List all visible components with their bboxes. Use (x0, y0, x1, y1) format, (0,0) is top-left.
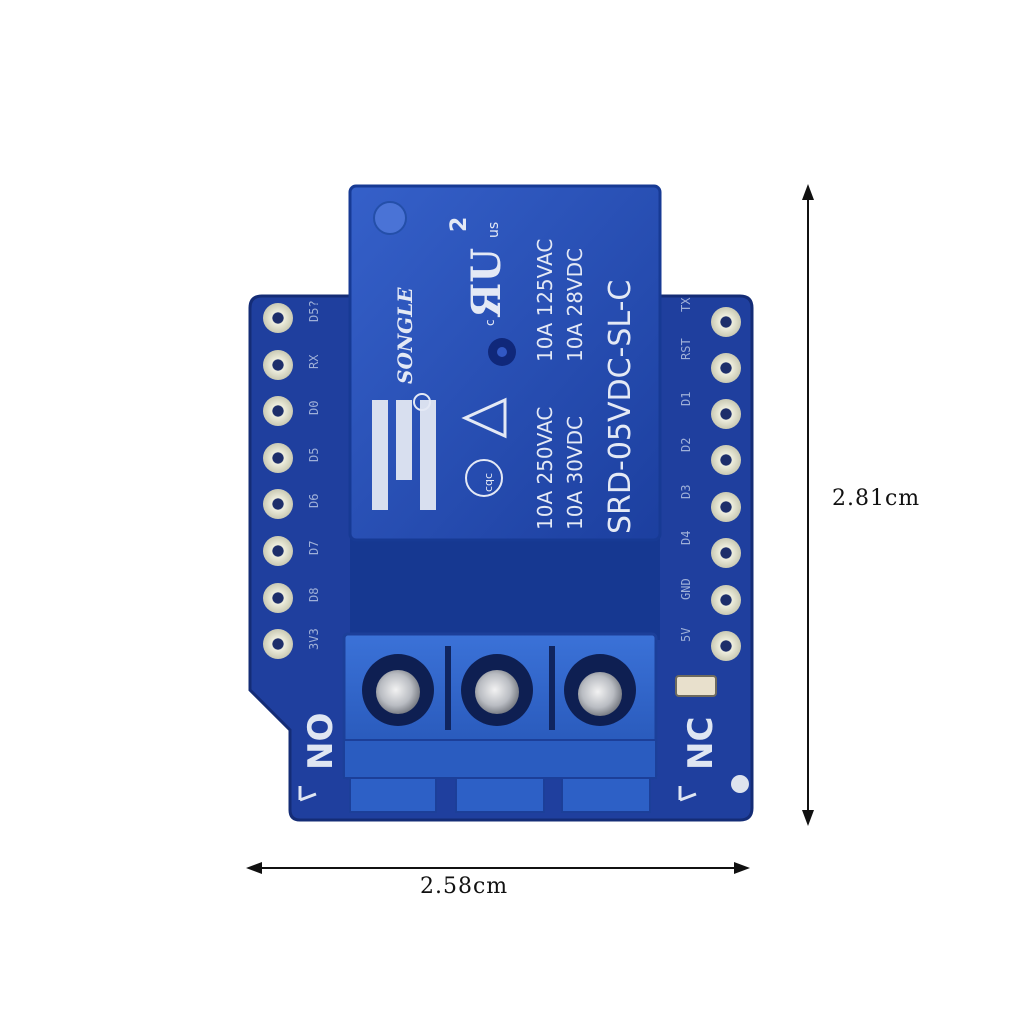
relay-corner-dot (373, 201, 407, 235)
warning-triangle-icon (461, 397, 507, 439)
switch-symbol-icon (678, 786, 697, 802)
relay-rating: 10A 30VDC (563, 416, 587, 530)
ul-mark-icon: ЯU (463, 248, 510, 318)
terminal-foot (455, 777, 545, 813)
pin-label: GND (679, 578, 693, 600)
pin-label: D3 (679, 485, 693, 499)
pin-label: 3V3 (307, 628, 321, 650)
pin-label: D5 (307, 448, 321, 462)
pin-label: D7 (307, 541, 321, 555)
pin-label: D0 (307, 401, 321, 415)
pin-label: D2 (679, 438, 693, 452)
terminal-label-no: NO (301, 713, 341, 770)
pin-label: D6 (307, 494, 321, 508)
right-header-pads (711, 307, 741, 661)
pin-label: D5? (307, 300, 321, 322)
cert-label: 2 (447, 217, 472, 232)
screw-icon (475, 670, 519, 714)
terminal-foot (349, 777, 437, 813)
left-header-pads (263, 303, 293, 659)
relay-rating: 10A 125VAC (533, 239, 557, 362)
width-dimension-arrow (246, 862, 750, 874)
screw-icon (578, 672, 622, 716)
pin-label: RX (307, 354, 321, 369)
right-pin-labels: TX RST D1 D2 D3 D4 GND 5V (679, 297, 693, 642)
pin-label: 5V (679, 628, 693, 642)
mounting-hole (731, 775, 749, 793)
status-led (675, 675, 717, 697)
pin-label: RST (679, 338, 693, 360)
pin-label: D1 (679, 392, 693, 406)
pin-label: D4 (679, 531, 693, 545)
left-pin-labels: D5? RX D0 D5 D6 D7 D8 3V3 (307, 300, 321, 650)
height-dimension-label: 2.81cm (832, 486, 921, 511)
terminal-foot (561, 777, 651, 813)
width-dimension-label: 2.58cm (420, 874, 509, 899)
registered-icon (413, 393, 431, 411)
switch-symbol-icon (298, 786, 317, 802)
relay-rating: 10A 28VDC (563, 248, 587, 362)
pin-label: TX (679, 297, 693, 312)
pin-label: D8 (307, 588, 321, 602)
cqc-mark-icon (465, 459, 503, 497)
relay-lower-body (350, 530, 660, 640)
cert-label: us (486, 222, 502, 238)
height-dimension-arrow (802, 184, 814, 826)
screw-icon (376, 670, 420, 714)
relay: SONGLE cqc ЯU c us 2 10A 250VAC 10A 30VD… (348, 184, 662, 640)
terminal-label-nc: NC (681, 717, 721, 770)
cert-label: cqc (482, 473, 495, 492)
relay-brand: SONGLE (393, 287, 417, 384)
relay-rating: 10A 250VAC (533, 407, 557, 530)
songle-logo-icon (372, 400, 436, 510)
relay-model: SRD-05VDC-SL-C (603, 280, 638, 534)
screw-terminal-block (342, 632, 658, 813)
cert-label: c (483, 319, 497, 326)
